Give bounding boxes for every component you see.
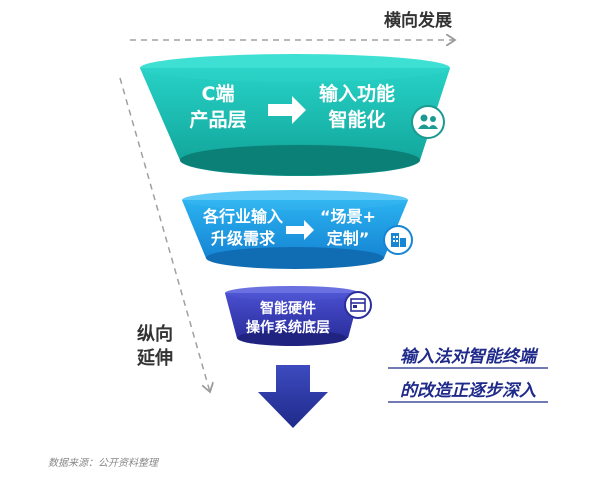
vertical-extension-label-line2: 延伸 <box>136 347 173 369</box>
tier2-right-line1: “场景+ <box>320 207 376 226</box>
users-icon <box>411 105 445 139</box>
tier1-left-line1: C端 <box>202 82 235 105</box>
arrow-down-icon <box>258 365 328 428</box>
tier2-left-line2: 升级需求 <box>211 229 276 248</box>
callout-line2: 的改造正逐步深入 <box>400 381 536 401</box>
horizontal-development-label: 横向发展 <box>384 10 452 31</box>
tier1-left-line2: 产品层 <box>189 108 246 131</box>
tier1-right-line2: 智能化 <box>328 108 385 131</box>
window-icon <box>344 291 372 319</box>
source-note: 数据来源：公开资料整理 <box>48 457 160 469</box>
tier3-line2: 操作系统底层 <box>246 319 330 336</box>
arrow-right-icon <box>268 96 306 124</box>
funnel-tier-3 <box>225 286 360 346</box>
arrow-right-icon <box>286 220 314 240</box>
callout-line1: 输入法对智能终端 <box>400 347 539 367</box>
building-icon <box>383 225 413 255</box>
tier2-right-line2: 定制” <box>326 229 370 248</box>
tier1-right-line1: 输入功能 <box>319 82 395 105</box>
tier3-line1: 智能硬件 <box>259 300 316 317</box>
vertical-extension-label-line1: 纵向 <box>137 323 173 345</box>
tier2-left-line1: 各行业输入 <box>202 207 283 226</box>
